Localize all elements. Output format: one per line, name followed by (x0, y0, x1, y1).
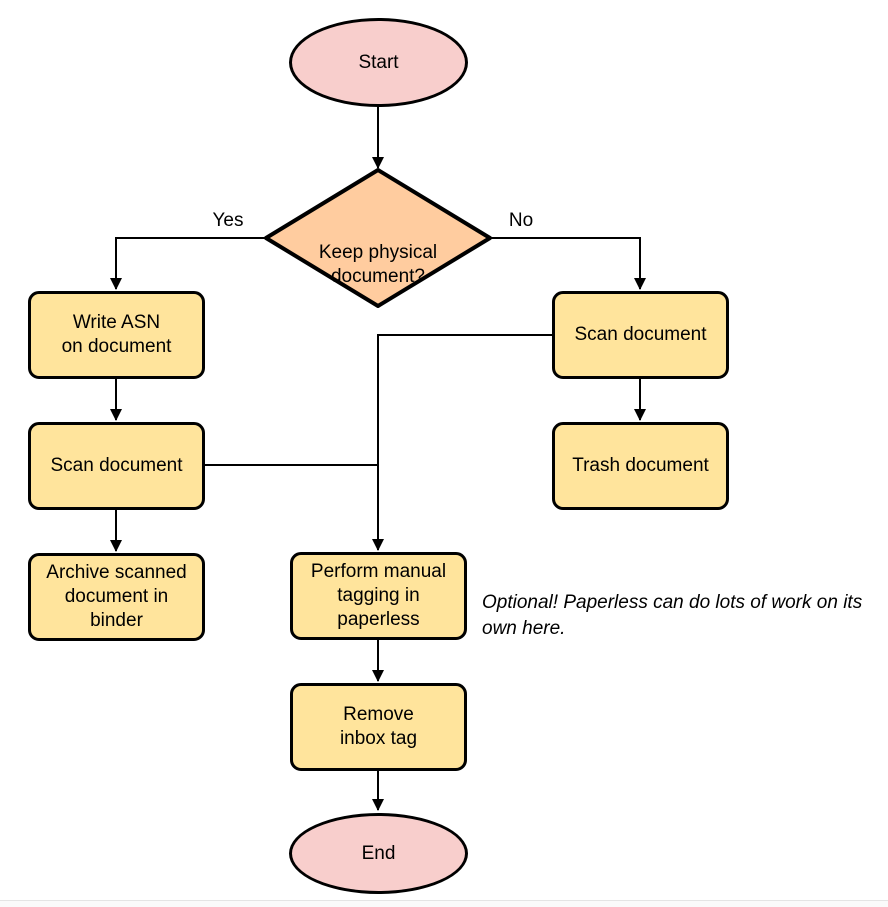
node-decision-label: Keep physical document? (286, 217, 470, 289)
node-manual-tagging: Perform manual tagging in paperless (290, 552, 467, 640)
edge-no-to-scan-document (490, 237, 646, 290)
node-trash-label: Trash document (572, 455, 709, 476)
node-trash-document: Trash document (552, 422, 729, 510)
node-tagging-label: Perform manual tagging in paperless (310, 561, 447, 630)
node-scan-document-right: Scan document (552, 291, 729, 379)
edge-scan-right-to-tagging (372, 334, 552, 551)
edge-label-no: No (508, 210, 534, 231)
viewport-bottom-edge (0, 900, 888, 907)
node-scan-left-label: Scan document (50, 455, 183, 476)
node-scan-document-left: Scan document (28, 422, 205, 510)
optional-note: Optional! Paperless can do lots of work … (482, 590, 888, 642)
edge-label-yes: Yes (212, 210, 244, 231)
node-scan-right-label: Scan document (574, 324, 707, 345)
node-start-label: Start (358, 51, 399, 73)
node-archive-label: Archive scanned document in binder (46, 562, 187, 631)
decision-label-text: Keep physical document? (318, 242, 438, 287)
node-archive-in-binder: Archive scanned document in binder (28, 553, 205, 641)
decision-diamond-shape (264, 168, 492, 308)
node-write-asn: Write ASN on document (28, 291, 205, 379)
optional-note-text: Optional! Paperless can do lots of work … (482, 592, 863, 639)
node-end: End (289, 813, 468, 894)
node-end-label: End (361, 842, 396, 864)
edge-yes-to-write-asn (110, 237, 266, 290)
node-write-asn-label: Write ASN on document (61, 312, 172, 357)
node-remove-label: Remove inbox tag (339, 704, 418, 749)
node-start: Start (289, 18, 468, 107)
node-remove-inbox-tag: Remove inbox tag (290, 683, 467, 771)
